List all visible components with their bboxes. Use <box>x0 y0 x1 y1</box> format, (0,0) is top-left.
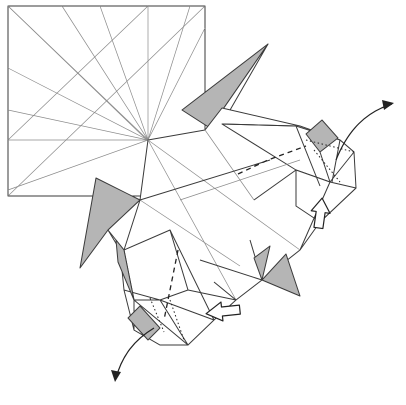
fold-arrowhead-lower-left <box>111 370 121 382</box>
fold-arrowhead-upper-right <box>382 100 394 110</box>
